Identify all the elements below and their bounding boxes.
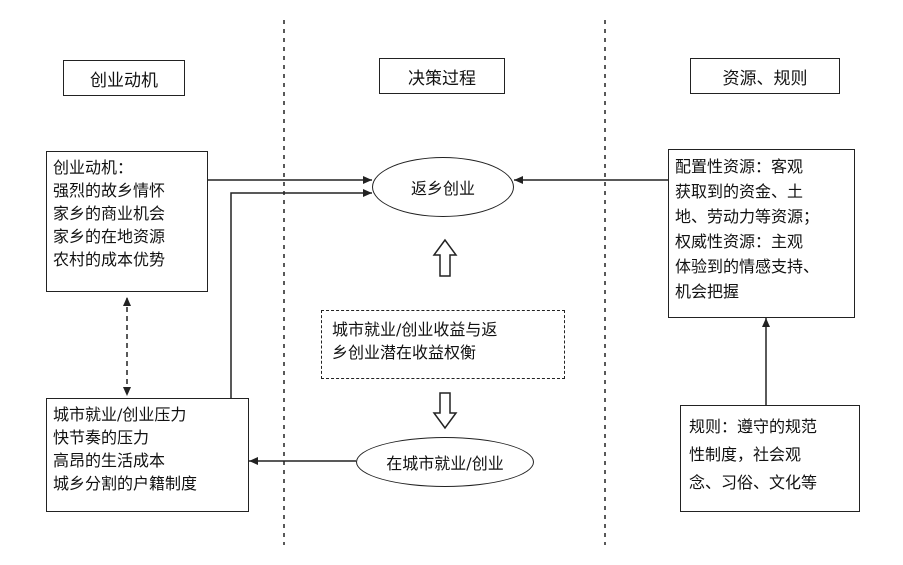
header-motivation: 创业动机 bbox=[63, 60, 185, 96]
return-entrepreneurship-node: 返乡创业 bbox=[372, 157, 514, 217]
motivation-line: 创业动机： bbox=[53, 158, 134, 177]
motivation-box: 创业动机： 强烈的故乡情怀 家乡的商业机会 家乡的在地资源 农村的成本优势 bbox=[46, 151, 208, 292]
motivation-line: 农村的成本优势 bbox=[53, 250, 166, 269]
pressure-line: 高昂的生活成本 bbox=[53, 451, 166, 470]
hollow-down-arrow bbox=[432, 392, 458, 430]
header-decision-process: 决策过程 bbox=[379, 58, 505, 94]
resources-line: 权威性资源：主观 bbox=[675, 232, 804, 251]
resources-line: 配置性资源：客观 bbox=[675, 157, 804, 176]
arrow-pressure-to-return bbox=[230, 189, 372, 398]
pressure-box: 城市就业/创业压力 快节奏的压力 高昂的生活成本 城乡分割的户籍制度 bbox=[46, 398, 249, 512]
rules-line: 规则：遵守的规范 bbox=[689, 417, 818, 436]
resources-line: 地、劳动力等资源； bbox=[675, 207, 820, 226]
hollow-up-arrow bbox=[432, 238, 458, 277]
tradeoff-line: 乡创业潜在收益权衡 bbox=[332, 343, 477, 362]
motivation-line: 家乡的在地资源 bbox=[53, 227, 166, 246]
motivation-line: 家乡的商业机会 bbox=[53, 204, 166, 223]
tradeoff-line: 城市就业/创业收益与返 bbox=[332, 320, 498, 339]
motivation-line: 强烈的故乡情怀 bbox=[53, 181, 166, 200]
resources-box: 配置性资源：客观 获取到的资金、土 地、劳动力等资源； 权威性资源：主观 体验到… bbox=[668, 149, 855, 318]
pressure-line: 城市就业/创业压力 bbox=[53, 405, 187, 424]
rules-line: 性制度，社会观 bbox=[689, 445, 802, 464]
pressure-line: 城乡分割的户籍制度 bbox=[53, 474, 198, 493]
city-employment-node: 在城市就业/创业 bbox=[356, 437, 534, 487]
tradeoff-box: 城市就业/创业收益与返 乡创业潜在收益权衡 bbox=[321, 310, 565, 379]
header-resources-rules: 资源、规则 bbox=[690, 58, 840, 94]
resources-line: 机会把握 bbox=[675, 282, 740, 301]
rules-line: 念、习俗、文化等 bbox=[689, 473, 818, 492]
rules-box: 规则：遵守的规范 性制度，社会观 念、习俗、文化等 bbox=[680, 405, 860, 512]
pressure-line: 快节奏的压力 bbox=[53, 428, 150, 447]
resources-line: 获取到的资金、土 bbox=[675, 182, 804, 201]
resources-line: 体验到的情感支持、 bbox=[675, 257, 820, 276]
